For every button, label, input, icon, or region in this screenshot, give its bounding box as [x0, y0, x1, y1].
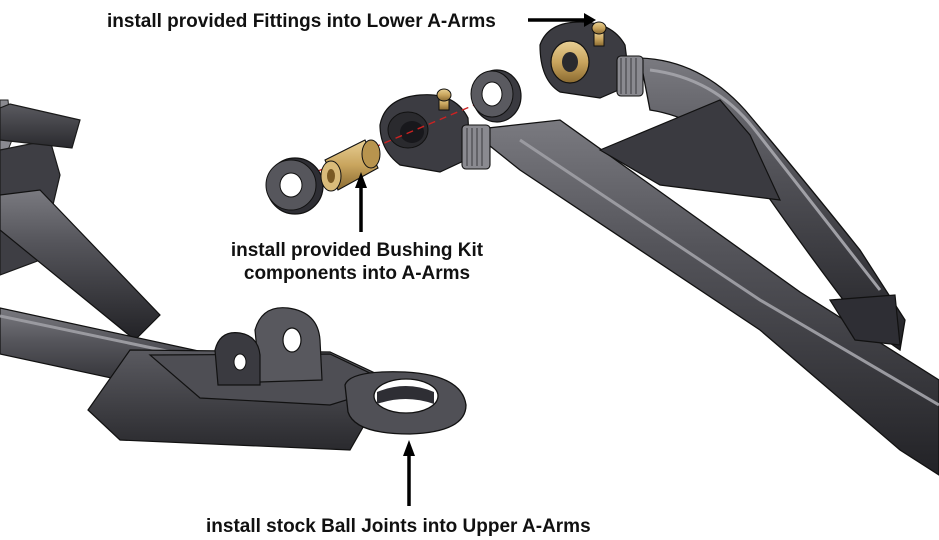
callout-bushing-line2: components into A-Arms	[243, 263, 471, 284]
upper-arm-tube-rear	[0, 189, 161, 341]
lower-rod-end-nut	[461, 124, 491, 170]
lower-arm-end-plate	[828, 294, 901, 346]
upper-rod-end-threads	[620, 58, 637, 94]
bushing-kit-exploded	[265, 69, 522, 215]
grease-fitting-head	[591, 21, 607, 35]
lower-arm-main-tube	[468, 119, 939, 476]
seal-ring-left	[265, 157, 324, 215]
callout-bushing-kit: install provided Bushing Kit components …	[0, 239, 714, 285]
shock-mount-hole-rear	[233, 353, 247, 371]
callout-bushing-line1: install provided Bushing Kit	[230, 240, 484, 261]
upper-rod-end	[539, 21, 644, 99]
lower-arm-front-tube-highlight	[649, 68, 882, 291]
brass-bushing-sleeve	[320, 139, 381, 192]
callout-fittings: install provided Fittings into Lower A-A…	[107, 11, 496, 32]
stock-upper-a-arm	[0, 99, 467, 451]
lower-rod-end	[379, 88, 491, 173]
callout-ball-joints: install stock Ball Joints into Upper A-A…	[206, 516, 591, 537]
arrow-up-icon	[403, 440, 415, 506]
lower-rod-end-threads	[466, 128, 483, 166]
seal-ring-right	[470, 69, 522, 123]
ball-joint-bore-inner	[377, 386, 434, 404]
lower-arm-gusset	[598, 99, 781, 201]
shock-mount-hole	[282, 327, 302, 353]
frame-top-rail	[0, 103, 81, 149]
lower-arm-main-tube-highlight	[519, 138, 939, 407]
new-lower-a-arm	[379, 21, 939, 476]
arrow-up-icon	[355, 172, 367, 232]
arrow-left-icon	[528, 13, 596, 27]
lower-grease-fitting-head	[436, 88, 452, 102]
upper-bushing-bore	[562, 52, 578, 72]
